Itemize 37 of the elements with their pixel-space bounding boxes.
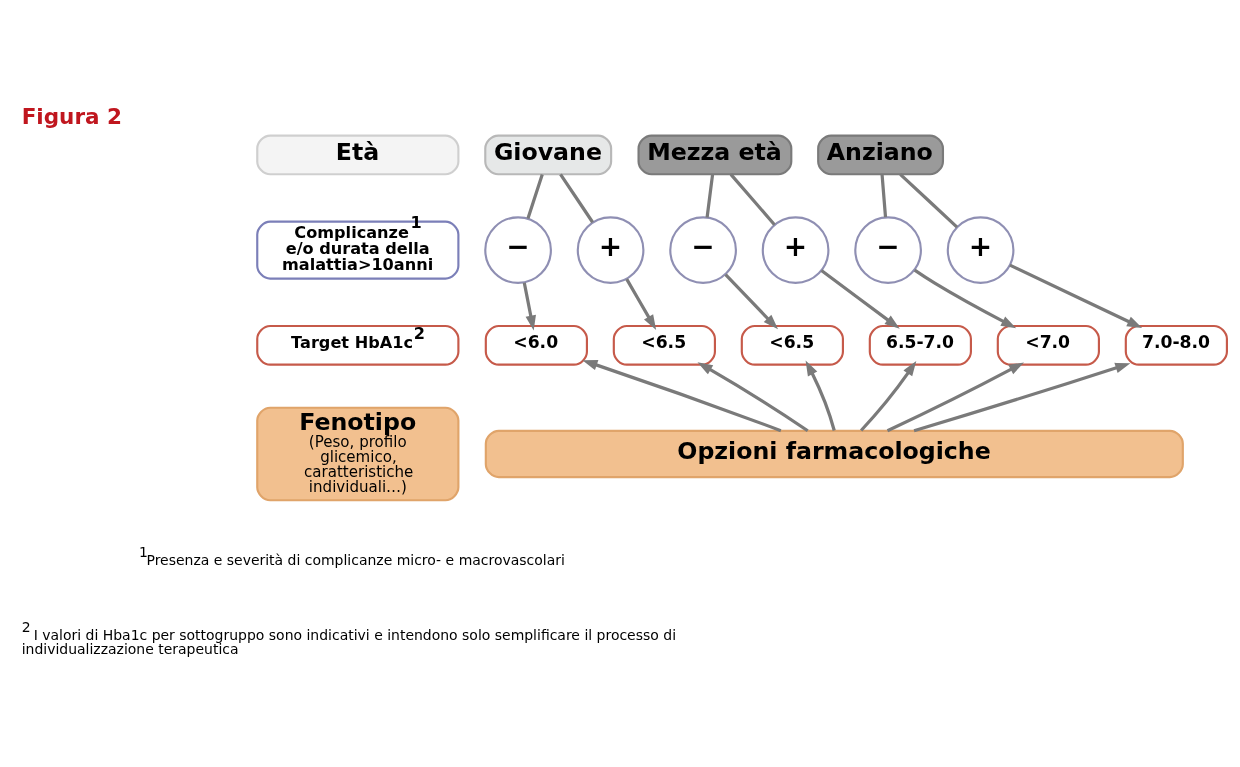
node-box: <7.0 (996, 324, 1100, 366)
connector (559, 173, 594, 224)
node-circle: − (669, 216, 737, 284)
arrow (1009, 263, 1143, 328)
node-box: <6.5 (612, 324, 716, 366)
node-box: Età (256, 134, 460, 176)
node-box: Anziano (817, 134, 945, 176)
connector (729, 173, 776, 226)
arrow (625, 278, 657, 330)
node-box: 6.5-7.0 (868, 324, 972, 366)
arrow (913, 268, 1017, 329)
arrow (697, 362, 809, 433)
node-box: Fenotipo (Peso, profilo glicemico, caratteristiche individuali…) (256, 406, 460, 502)
connector (899, 173, 959, 229)
connector (526, 173, 544, 220)
node-box: Opzioni farmacologiche (484, 429, 1184, 479)
arrow (859, 360, 917, 432)
arrow (913, 362, 1131, 433)
connector (880, 174, 888, 218)
node-box: Mezza età (637, 134, 793, 176)
node-box: <6.5 (740, 324, 844, 366)
arrow (582, 360, 782, 433)
node-circle: + (946, 216, 1015, 284)
node-box: Giovane (484, 134, 613, 176)
arrow (805, 360, 836, 431)
diagram-title: Figura 2 (21, 103, 122, 129)
arrow (820, 269, 900, 329)
node-circle: + (576, 216, 645, 284)
arrow (886, 362, 1025, 433)
arrow (724, 273, 778, 330)
node-circle: − (854, 216, 922, 284)
node-box: 7.0-8.0 (1124, 324, 1228, 366)
node-circle: + (761, 216, 830, 284)
node-circle: − (484, 216, 552, 284)
node-box: <6.0 (484, 324, 588, 366)
connector (705, 174, 715, 218)
arrow (522, 282, 536, 331)
